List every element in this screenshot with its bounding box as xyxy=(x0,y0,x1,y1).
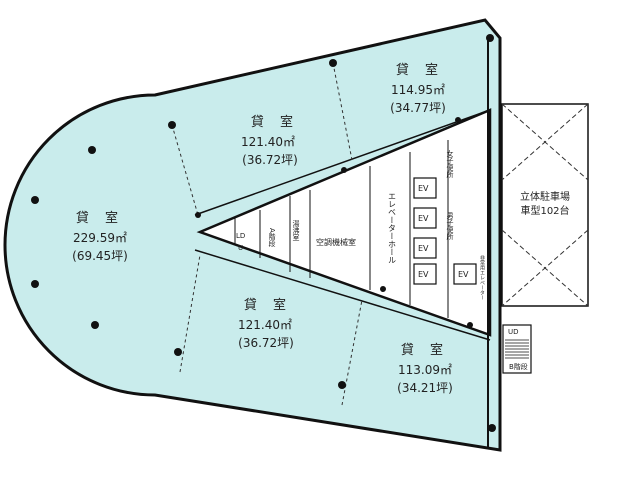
svg-text:EV: EV xyxy=(418,244,429,253)
svg-text:114.95㎡: 114.95㎡ xyxy=(391,83,445,97)
svg-text:121.40㎡: 121.40㎡ xyxy=(238,318,292,332)
elevator-labels: EV EV EV EV EV xyxy=(418,184,469,279)
hot-water-label: 湯沸室 xyxy=(292,219,300,241)
stairs-b: UD B階段 xyxy=(502,324,532,374)
womens-wc-label: 女子便所 xyxy=(446,149,454,179)
svg-text:EV: EV xyxy=(418,214,429,223)
svg-text:229.59㎡: 229.59㎡ xyxy=(73,231,127,245)
room-top-mid: 貸 室 121.40㎡ (36.72坪) xyxy=(241,114,299,167)
svg-text:貸 室: 貸 室 xyxy=(251,114,299,130)
svg-text:EV: EV xyxy=(418,184,429,193)
ld-left-label: LD xyxy=(236,232,245,240)
parking-structure: 立体駐車場 車型102台 xyxy=(501,103,589,307)
parking-label-1: 立体駐車場 xyxy=(520,190,570,203)
core-rooms xyxy=(234,140,449,318)
svg-text:貸 室: 貸 室 xyxy=(244,297,292,313)
svg-text:EV: EV xyxy=(458,270,469,279)
stairs-a-label: A階段 xyxy=(268,228,276,248)
svg-text:(69.45坪): (69.45坪) xyxy=(72,249,128,263)
stairs-b-label: B階段 xyxy=(509,362,528,371)
freight-ev-label: 非常用エレベーター xyxy=(479,254,485,300)
columns xyxy=(31,34,496,432)
u-left-label: U xyxy=(238,244,243,252)
elevator-hall-label: エレベーターホール xyxy=(388,192,397,264)
svg-text:(36.72坪): (36.72坪) xyxy=(238,336,294,350)
room-partitions xyxy=(171,62,363,406)
svg-text:113.09㎡: 113.09㎡ xyxy=(398,363,452,377)
room-bottom-mid: 貸 室 121.40㎡ (36.72坪) xyxy=(238,297,294,350)
elevator-bank xyxy=(413,177,477,285)
svg-text:EV: EV xyxy=(418,270,429,279)
parking-label-2: 車型102台 xyxy=(520,204,569,217)
room-top-right: 貸 室 114.95㎡ (34.77坪) xyxy=(390,62,446,115)
room-bottom-right: 貸 室 113.09㎡ (34.21坪) xyxy=(397,342,453,395)
ac-room-label: 空調機械室 xyxy=(316,237,356,247)
svg-text:(36.72坪): (36.72坪) xyxy=(242,153,298,167)
mens-wc-label: 男子便所 xyxy=(446,212,454,241)
svg-text:貸 室: 貸 室 xyxy=(401,342,449,358)
svg-text:貸 室: 貸 室 xyxy=(76,210,124,226)
ud-right-label: UD xyxy=(508,328,519,336)
svg-text:貸 室: 貸 室 xyxy=(396,62,444,78)
svg-text:(34.21坪): (34.21坪) xyxy=(397,381,453,395)
svg-text:(34.77坪): (34.77坪) xyxy=(390,101,446,115)
svg-text:121.40㎡: 121.40㎡ xyxy=(241,135,295,149)
room-left: 貸 室 229.59㎡ (69.45坪) xyxy=(72,210,128,263)
